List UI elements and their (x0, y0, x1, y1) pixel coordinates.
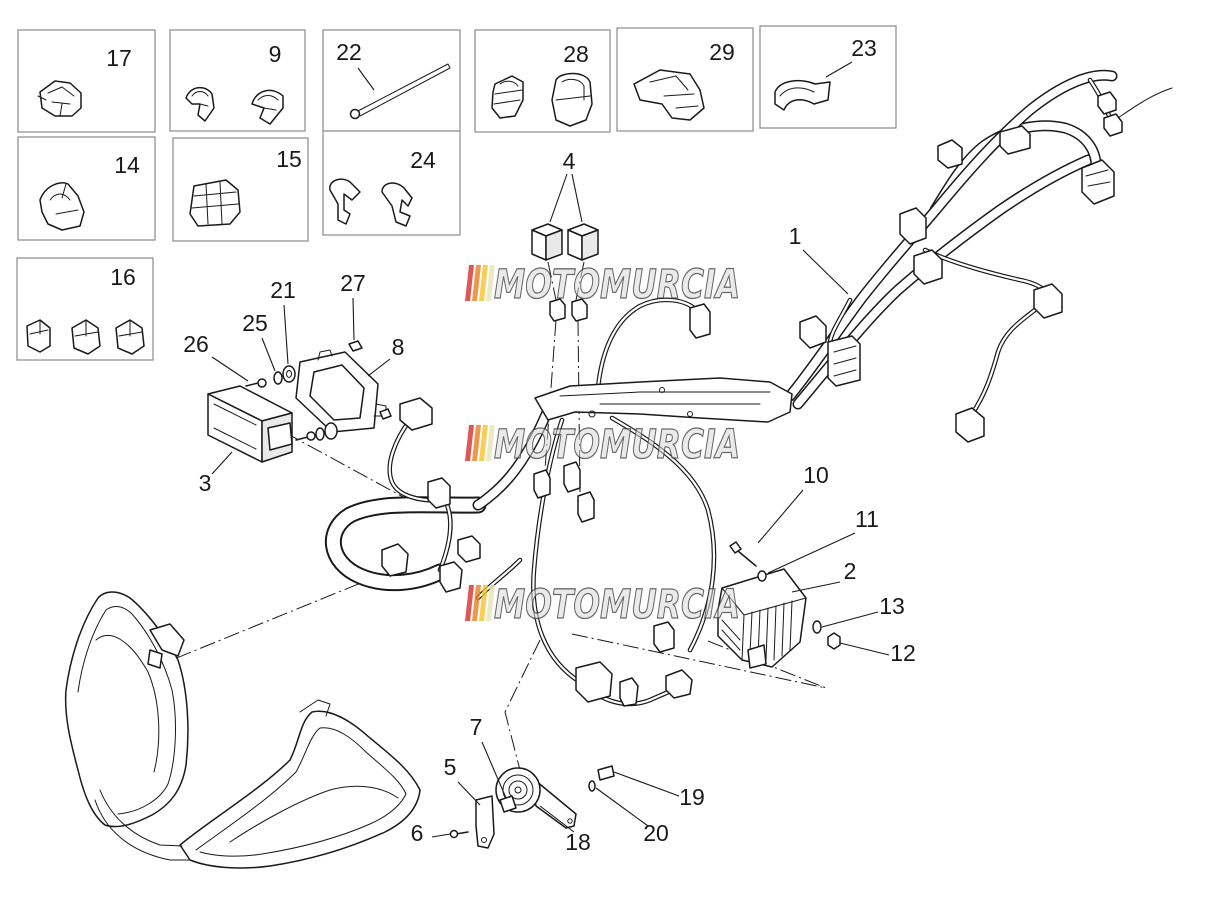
callout-19: 19 (679, 784, 705, 810)
inset-label-29: 29 (709, 39, 735, 65)
watermark-text: MOTOMURCIA (494, 262, 740, 308)
callout-3: 3 (199, 470, 212, 496)
connector (899, 207, 927, 245)
inset-box-14: 14 (17, 136, 156, 241)
connector (799, 315, 827, 349)
connector (1081, 159, 1115, 205)
callout-2: 2 (844, 558, 857, 584)
inset-label-22: 22 (336, 39, 362, 65)
cable-tie-icon (349, 63, 451, 120)
callout-12: 12 (890, 640, 916, 666)
callout-13: 13 (879, 593, 905, 619)
inset-box-29: 29 (616, 27, 754, 132)
connector (1103, 113, 1123, 137)
clip-icon (189, 179, 241, 227)
inset-label-16: 16 (110, 264, 136, 290)
connector (575, 661, 613, 703)
wiring-harness (333, 75, 1173, 707)
inset-box-16: 16 (16, 257, 154, 361)
connector (955, 407, 985, 443)
inset-label-24: 24 (410, 147, 436, 173)
callout-4: 4 (563, 148, 576, 174)
callout-26: 26 (183, 331, 209, 357)
inset-box-22-24: 22 24 (322, 29, 461, 236)
mounting-bracket (295, 349, 387, 433)
inset-label-15: 15 (276, 146, 302, 172)
callout-7: 7 (470, 714, 483, 740)
connector (665, 669, 693, 699)
voltage-regulator (717, 568, 807, 669)
clip-icon (633, 69, 705, 121)
callout-11: 11 (855, 506, 879, 532)
connector (381, 543, 409, 577)
clip-icon (774, 79, 831, 111)
assembly-guide-lines (151, 261, 827, 771)
connector (427, 477, 451, 509)
callout-27: 27 (340, 270, 366, 296)
connector (619, 677, 639, 707)
connector (1097, 91, 1117, 115)
inset-label-28: 28 (563, 41, 589, 67)
callout-20: 20 (643, 820, 669, 846)
connector (913, 249, 943, 285)
watermark-middle: MOTOMURCIA (465, 421, 741, 469)
clip-icon (185, 86, 284, 125)
clip-icon (329, 178, 413, 227)
inset-label-17: 17 (106, 45, 132, 71)
inset-label-9: 9 (269, 41, 282, 67)
horn-mounting-parts (449, 765, 615, 849)
fasteners (245, 340, 392, 441)
inset-label-14: 14 (114, 152, 140, 178)
callout-25: 25 (242, 310, 268, 336)
watermark-text: MOTOMURCIA (494, 582, 740, 628)
connector (533, 469, 551, 499)
inset-box-28: 28 (474, 29, 611, 133)
inset-box-23: 23 (759, 25, 897, 129)
inset-label-23: 23 (851, 35, 877, 61)
watermark-text: MOTOMURCIA (494, 422, 740, 468)
callout-6: 6 (411, 820, 424, 846)
relay-pair (531, 223, 599, 322)
callout-21: 21 (270, 277, 296, 303)
regulator-fasteners (729, 541, 841, 650)
callouts: 4 1 21 27 25 26 8 3 10 11 2 13 12 7 5 19 (183, 148, 916, 855)
callout-8: 8 (392, 334, 405, 360)
callout-10: 10 (803, 462, 829, 488)
connector (563, 461, 581, 493)
connector (1033, 283, 1063, 319)
connector (457, 535, 481, 563)
connector (439, 561, 463, 593)
inset-box-15: 15 (172, 137, 309, 242)
connector (689, 303, 711, 339)
clip-icon (39, 182, 85, 231)
clip-icon (491, 72, 593, 127)
clip-icon (37, 80, 82, 117)
connector (577, 491, 595, 523)
callout-18: 18 (565, 829, 591, 855)
watermark-bottom: MOTOMURCIA (465, 581, 741, 629)
connector (827, 335, 861, 387)
clip-icon (26, 319, 145, 355)
headlight-fairing (64, 591, 421, 869)
inset-box-9: 9 (169, 29, 306, 132)
callout-1: 1 (789, 223, 802, 249)
connector (399, 397, 433, 431)
inset-box-17: 17 (17, 29, 156, 133)
connector (999, 125, 1031, 155)
callout-5: 5 (444, 754, 457, 780)
watermark-top: MOTOMURCIA (465, 261, 741, 309)
control-unit (207, 385, 293, 463)
connector (937, 139, 963, 169)
connector (653, 621, 675, 653)
